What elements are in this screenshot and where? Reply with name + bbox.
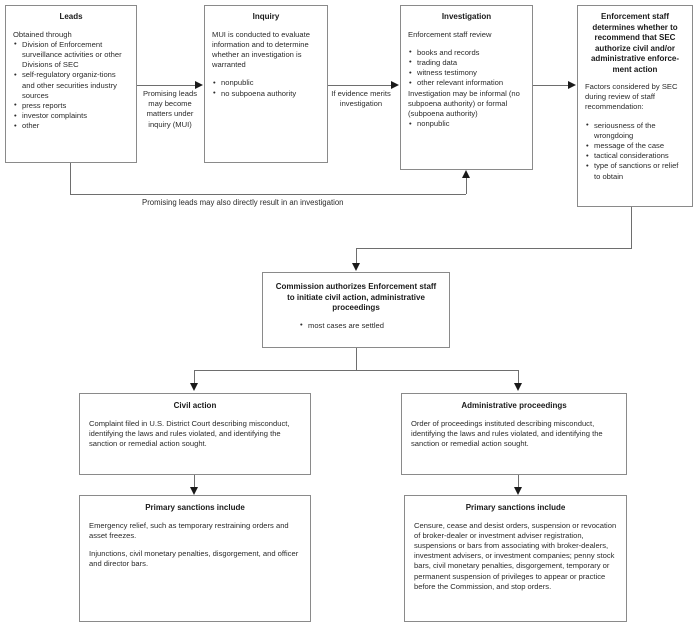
connector-direct-investigation-rise bbox=[466, 178, 467, 194]
node-civil-action: Civil action Complaint filed in U.S. Dis… bbox=[79, 393, 311, 475]
node-commission-title: Commission authorizes Enforcement staff … bbox=[275, 282, 437, 312]
connector-direct-investigation-arrowhead bbox=[461, 170, 470, 178]
list-item: most cases are settled bbox=[299, 320, 439, 331]
node-administrative-proceedings-body: Order of proceedings instituted describi… bbox=[411, 418, 603, 448]
connector-commission-split-drop bbox=[356, 348, 357, 370]
node-civil-sanctions-paragraph: Injunctions, civil monetary penalties, d… bbox=[89, 548, 299, 569]
list-item: self-regulatory organiz-tions and other … bbox=[13, 70, 129, 101]
node-investigation: Investigation Enforcement staff review b… bbox=[400, 5, 533, 170]
node-civil-action-body: Complaint filed in U.S. District Court d… bbox=[89, 418, 290, 448]
connector-enforcement-commission-drop bbox=[631, 207, 632, 248]
node-admin-sanctions: Primary sanctions include Censure, cease… bbox=[404, 495, 627, 622]
node-civil-sanctions-paragraph: Emergency relief, such as temporary rest… bbox=[89, 520, 289, 540]
list-item: press reports bbox=[13, 100, 129, 111]
list-item: other bbox=[13, 121, 129, 131]
list-item: no subpoena authority bbox=[212, 88, 320, 99]
list-item: books and records bbox=[408, 47, 525, 58]
connector-direct-investigation-drop bbox=[70, 163, 71, 194]
node-enforcement-staff-intro: Factors considered by SEC during review … bbox=[585, 82, 678, 112]
list-item: tactical considerations bbox=[585, 151, 685, 161]
list-item: other relevant information bbox=[408, 78, 525, 88]
node-enforcement-staff: Enforcement staff determines whether to … bbox=[577, 5, 693, 207]
connector-civil-sanctions-arrowhead bbox=[189, 487, 198, 495]
node-investigation-note-bullets: nonpublic bbox=[408, 119, 525, 129]
node-enforcement-staff-title: Enforcement staff determines whether to … bbox=[590, 12, 680, 74]
node-inquiry: Inquiry MUI is conducted to evaluate inf… bbox=[204, 5, 328, 163]
connector-admin-sanctions-line bbox=[518, 475, 519, 487]
node-inquiry-title: Inquiry bbox=[252, 12, 280, 21]
list-item: investor complaints bbox=[13, 111, 129, 121]
connector-enforcement-commission-run bbox=[356, 248, 632, 249]
list-item: Division of Enforcement surveillance act… bbox=[13, 39, 129, 71]
node-investigation-bullets: books and records trading data witness t… bbox=[408, 47, 525, 89]
node-leads-title: Leads bbox=[59, 12, 83, 21]
list-item: nonpublic bbox=[212, 78, 320, 88]
connector-enforcement-commission-rise bbox=[356, 248, 357, 263]
connector-leads-inquiry-label: Promising leads may become matters under… bbox=[142, 89, 198, 129]
node-leads: Leads Obtained through Division of Enfor… bbox=[5, 5, 137, 163]
node-civil-sanctions: Primary sanctions include Emergency reli… bbox=[79, 495, 311, 622]
connector-commission-civil-drop bbox=[194, 370, 195, 383]
connector-direct-investigation-label: Promising leads may also directly result… bbox=[142, 198, 344, 207]
connector-inquiry-investigation-line bbox=[328, 85, 391, 86]
connector-direct-investigation-run bbox=[70, 194, 466, 195]
connector-civil-sanctions-line bbox=[194, 475, 195, 487]
list-item: nonpublic bbox=[408, 119, 525, 129]
node-inquiry-bullets: nonpublic no subpoena authority bbox=[212, 78, 320, 99]
node-administrative-proceedings-title: Administrative proceedings bbox=[461, 401, 567, 410]
node-admin-sanctions-title: Primary sanctions include bbox=[465, 503, 566, 512]
list-item: witness testimony bbox=[408, 68, 525, 78]
connector-investigation-enforcement-arrowhead bbox=[568, 80, 576, 89]
connector-leads-inquiry-line bbox=[137, 85, 195, 86]
node-investigation-intro: Enforcement staff review bbox=[408, 29, 492, 39]
list-item: trading data bbox=[408, 57, 525, 68]
list-item: type of sanctions or relief to obtain bbox=[585, 161, 685, 181]
connector-enforcement-commission-arrowhead bbox=[351, 263, 360, 271]
node-commission-bullets: most cases are settled bbox=[273, 320, 439, 331]
node-leads-intro: Obtained through bbox=[13, 29, 72, 39]
node-investigation-note: Investigation may be informal (no subpoe… bbox=[408, 88, 520, 118]
node-commission: Commission authorizes Enforcement staff … bbox=[262, 272, 450, 348]
connector-inquiry-investigation-label: If evidence merits investigation bbox=[331, 89, 391, 109]
node-civil-action-title: Civil action bbox=[173, 401, 217, 410]
connector-investigation-enforcement-line bbox=[533, 85, 569, 86]
node-investigation-title: Investigation bbox=[441, 12, 492, 21]
connector-admin-sanctions-arrowhead bbox=[513, 487, 522, 495]
connector-leads-inquiry-arrowhead bbox=[195, 80, 203, 89]
node-leads-bullets: Division of Enforcement surveillance act… bbox=[13, 39, 129, 132]
node-inquiry-intro: MUI is conducted to evaluate information… bbox=[212, 29, 310, 70]
connector-commission-civil-arrowhead bbox=[189, 383, 198, 391]
list-item: seriousness of the wrongdoing bbox=[585, 120, 685, 141]
node-admin-sanctions-paragraph: Censure, cease and desist orders, suspen… bbox=[414, 520, 617, 591]
connector-commission-admin-drop bbox=[518, 370, 519, 383]
connector-commission-admin-arrowhead bbox=[513, 383, 522, 391]
node-civil-sanctions-title: Primary sanctions include bbox=[145, 503, 245, 512]
node-enforcement-staff-bullets: seriousness of the wrongdoing message of… bbox=[585, 120, 685, 182]
list-item: message of the case bbox=[585, 141, 685, 151]
node-administrative-proceedings: Administrative proceedings Order of proc… bbox=[401, 393, 627, 475]
connector-inquiry-investigation-arrowhead bbox=[391, 80, 399, 89]
connector-commission-split-run bbox=[194, 370, 518, 371]
